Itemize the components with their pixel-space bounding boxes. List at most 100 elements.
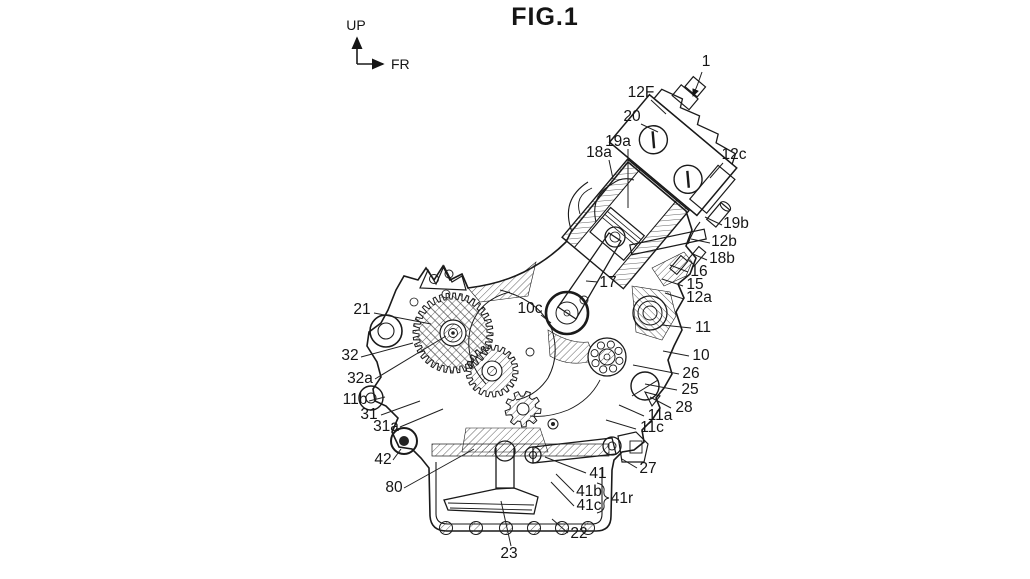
leader-line-23 [500,500,512,547]
pan-bolt [527,521,541,535]
bearing [587,337,627,377]
figure-title: FIG.1 [511,3,579,31]
ref-label-16: 16 [690,263,707,280]
brace-41r [596,482,610,514]
cam-cover [653,88,737,166]
injector-stub [669,254,689,276]
leader-line-25 [644,383,678,391]
leader-line-11 [661,324,692,329]
leader-line-32 [360,342,414,358]
ref-label-1: 1 [702,53,711,70]
left-side-bosses [358,264,589,455]
leader-line-26 [632,364,680,375]
ref-label-11b: 11b [343,391,368,408]
leader-line-27 [621,458,638,469]
fr-axis-label: FR [391,56,410,72]
ref-label-31a: 31a [373,418,399,435]
ref-label-18a: 18a [586,144,612,161]
leader-line-18b [692,253,708,261]
leader-line-28 [649,396,672,409]
connecting-rod [544,226,626,336]
leader-line-12b [690,238,711,244]
leader-line-17 [585,280,599,283]
torque-link [524,431,649,464]
sensor-stack [671,83,699,111]
throttle-flange [688,164,736,215]
ref-label-12b: 12b [711,233,737,250]
intake-funnels [567,178,635,233]
leader-line-41c [550,481,575,507]
cam-journal [638,125,669,155]
mount-boss [390,427,418,455]
leader-line-12a [664,292,685,300]
leader-line-32a [374,335,447,380]
ref-label-15: 15 [686,276,703,293]
leader-line-22 [551,518,569,534]
ref-label-41: 41 [589,465,606,482]
leader-line-18a [608,159,614,180]
ref-label-31: 31 [360,406,377,423]
leader-line-10c [540,314,552,324]
cylinder-block [561,158,690,290]
ref-label-18b: 18b [709,250,735,267]
ref-label-25: 25 [681,381,698,398]
ref-label-11: 11 [695,319,711,336]
pan-bolt [581,521,595,535]
link-bracket [617,431,649,463]
leader-line-80 [403,448,475,489]
right-side-components [587,295,668,408]
ref-label-11c: 11c [640,419,664,436]
leader-line-42 [392,448,402,461]
leader-line-11a [618,404,645,417]
ref-label-42: 42 [374,451,391,468]
leader-line-15 [661,278,684,287]
leader-line-12F [650,99,667,115]
leader-line-41b [555,473,575,493]
ref-label-41b: 41b [576,483,602,500]
injector-stub [687,245,707,267]
piston [589,206,646,262]
reference-arrow-1 [692,71,703,97]
pan-bolt [469,521,483,535]
ref-label-12F: 12F [628,84,655,101]
ref-label-32: 32 [341,347,358,364]
ref-label-41c: 41c [577,497,602,514]
ref-label-12a: 12a [686,289,712,306]
breather-hose [705,201,732,228]
ref-label-80: 80 [385,479,403,496]
cylinder-head [608,75,738,217]
leader-line-11b [368,396,386,402]
gear-train [412,292,542,428]
ref-label-10: 10 [692,347,710,364]
ref-label-27: 27 [639,460,656,477]
ref-label-32a: 32a [347,370,373,387]
leader-line-19b [704,216,723,226]
ref-label-26: 26 [682,365,699,382]
leader-line-11c [605,419,637,430]
oil-pan [431,440,610,535]
leader-line-31a [399,408,444,428]
piston-pin [604,226,626,248]
ref-label-11a: 11a [648,407,673,424]
pan-bolt [439,521,453,535]
mount-boss [369,314,403,348]
intake-manifold [629,201,732,276]
orientation-axis: UP FR [346,17,409,72]
leader-line-31 [380,400,421,416]
drain-boss [643,391,661,408]
ref-label-17: 17 [599,274,616,291]
oil-filter [630,371,660,401]
ref-label-12c: 12c [722,146,747,163]
ref-label-19b: 19b [723,215,749,232]
ref-label-20: 20 [623,108,641,125]
leader-line-16 [669,264,689,273]
leader-line-20 [640,123,659,133]
leader-line-12c [709,162,724,179]
ref-label-10c: 10c [518,300,543,317]
water-pump [632,295,668,331]
crank-big-end [544,290,590,336]
ref-label-19a: 19a [605,133,631,150]
ref-label-23: 23 [500,545,517,562]
